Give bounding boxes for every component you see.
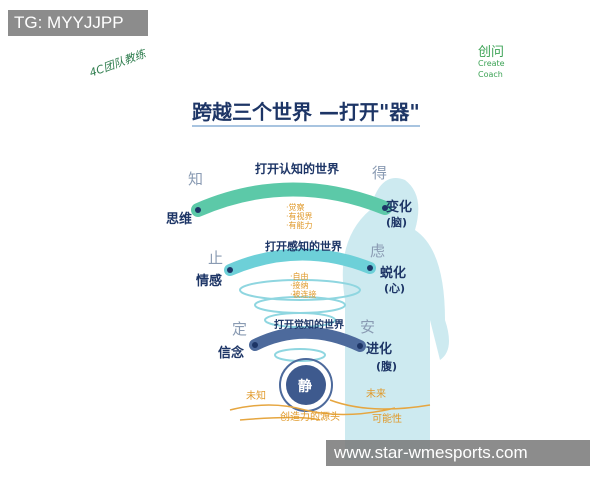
bottom-center: 创造力的源头 bbox=[280, 412, 340, 423]
logo-right-cn: 创问 bbox=[478, 45, 505, 60]
arc-label-2: 打开感知的世界 bbox=[265, 240, 342, 253]
left-label-3: 信念 bbox=[218, 346, 245, 361]
person-silhouette bbox=[342, 178, 449, 460]
watermark-bottom: www.star-wmesports.com bbox=[326, 440, 590, 466]
note: ·接纳 bbox=[290, 281, 309, 290]
center-label: 静 bbox=[298, 379, 312, 395]
logo-right-en2: Coach bbox=[478, 70, 503, 79]
bottom-right2: 可能性 bbox=[372, 414, 402, 425]
left-label-2: 情感 bbox=[196, 274, 223, 289]
corner-right-1: 得 bbox=[372, 164, 388, 182]
arc-cognition bbox=[191, 182, 392, 217]
note: ·自由 bbox=[290, 272, 309, 281]
right-sub-3: (腹) bbox=[376, 360, 398, 373]
corner-left-3: 定 bbox=[232, 320, 248, 338]
notes-2: ·自由·接纳·被连接 bbox=[290, 272, 317, 299]
spiral bbox=[239, 279, 361, 362]
notes-1: ·觉察·有视界·有能力 bbox=[286, 203, 313, 230]
right-label-3: 进化 bbox=[366, 342, 393, 357]
watermark-top: TG: MYYJJPP bbox=[8, 10, 148, 36]
page-title: 跨越三个世界 —打开"器" bbox=[192, 96, 420, 127]
arc-perception bbox=[224, 248, 376, 276]
bottom-left: 未知 bbox=[246, 391, 266, 402]
note: ·有视界 bbox=[286, 212, 313, 221]
logo-right: 创问 Create Coach bbox=[478, 45, 505, 80]
corner-left-1: 知 bbox=[188, 170, 204, 188]
corner-right-3: 安 bbox=[360, 318, 376, 336]
bottom-right: 未来 bbox=[366, 389, 386, 400]
logo-right-en1: Create bbox=[478, 59, 505, 68]
corner-right-2: 虑 bbox=[370, 242, 386, 260]
note: ·觉察 bbox=[286, 203, 305, 212]
right-sub-1: (脑) bbox=[386, 216, 408, 229]
corner-left-2: 止 bbox=[208, 249, 224, 267]
note: ·有能力 bbox=[286, 221, 313, 230]
right-label-2: 蜕化 bbox=[380, 266, 407, 281]
note: ·被连接 bbox=[290, 290, 317, 299]
arc-awareness bbox=[249, 326, 366, 352]
right-label-1: 变化 bbox=[386, 200, 413, 215]
left-label-1: 思维 bbox=[166, 212, 193, 227]
arc-label-1: 打开认知的世界 bbox=[255, 162, 340, 176]
ground-lines bbox=[229, 399, 431, 421]
right-sub-2: (心) bbox=[384, 282, 406, 295]
arc-label-3: 打开觉知的世界 bbox=[274, 320, 344, 331]
